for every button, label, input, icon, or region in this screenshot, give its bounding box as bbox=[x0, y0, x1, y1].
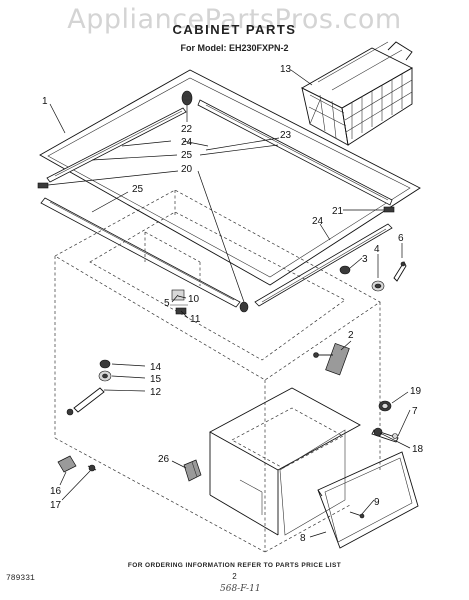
callout-8: 8 bbox=[300, 533, 306, 544]
callout-3: 3 bbox=[362, 254, 368, 265]
callout-5: 5 bbox=[164, 298, 170, 309]
callout-6: 6 bbox=[398, 233, 404, 244]
gasket-strips bbox=[40, 99, 393, 308]
callout-24-upper: 24 bbox=[181, 137, 193, 148]
callout-7: 7 bbox=[412, 406, 418, 417]
callout-2: 2 bbox=[348, 330, 354, 341]
callout-25-lower: 25 bbox=[132, 184, 144, 195]
callout-14: 14 bbox=[150, 362, 162, 373]
callout-25-upper: 25 bbox=[181, 150, 193, 161]
gasket-corners bbox=[37, 90, 395, 313]
callout-1: 1 bbox=[42, 96, 48, 107]
callout-26: 26 bbox=[158, 454, 170, 465]
callout-17: 17 bbox=[50, 500, 62, 511]
callout-13: 13 bbox=[280, 64, 292, 75]
callout-24-lower: 24 bbox=[312, 216, 324, 227]
handwritten-note: 568-F-11 bbox=[220, 584, 261, 594]
callout-20: 20 bbox=[181, 164, 193, 175]
cabinet-body bbox=[54, 189, 381, 553]
callout-18: 18 bbox=[412, 444, 424, 455]
callout-19: 19 bbox=[410, 386, 422, 397]
page-number: 2 bbox=[232, 572, 237, 581]
callout-23: 23 bbox=[280, 130, 292, 141]
access-cover bbox=[317, 451, 419, 549]
callout-10: 10 bbox=[188, 294, 200, 305]
callout-22: 22 bbox=[181, 124, 193, 135]
lid-frame bbox=[39, 69, 421, 286]
storage-basket bbox=[301, 41, 413, 146]
compressor-compartment bbox=[209, 387, 361, 536]
callout-12: 12 bbox=[150, 387, 162, 398]
callout-21: 21 bbox=[332, 206, 344, 217]
doc-number: 789331 bbox=[6, 574, 35, 583]
leader-lines bbox=[47, 69, 411, 538]
diagram-title: CABINET PARTS bbox=[172, 22, 297, 37]
callout-9: 9 bbox=[374, 497, 380, 508]
callout-16: 16 bbox=[50, 486, 62, 497]
model-line: For Model: EH230FXPN-2 bbox=[180, 43, 289, 53]
callout-15: 15 bbox=[150, 374, 162, 385]
callout-4: 4 bbox=[374, 244, 380, 255]
callout-11: 11 bbox=[190, 314, 201, 325]
small-parts bbox=[57, 261, 407, 519]
callout-labels: 1 13 22 24 23 25 20 25 21 24 4 6 3 5 10 … bbox=[42, 64, 424, 544]
ordering-note: FOR ORDERING INFORMATION REFER TO PARTS … bbox=[127, 562, 342, 569]
